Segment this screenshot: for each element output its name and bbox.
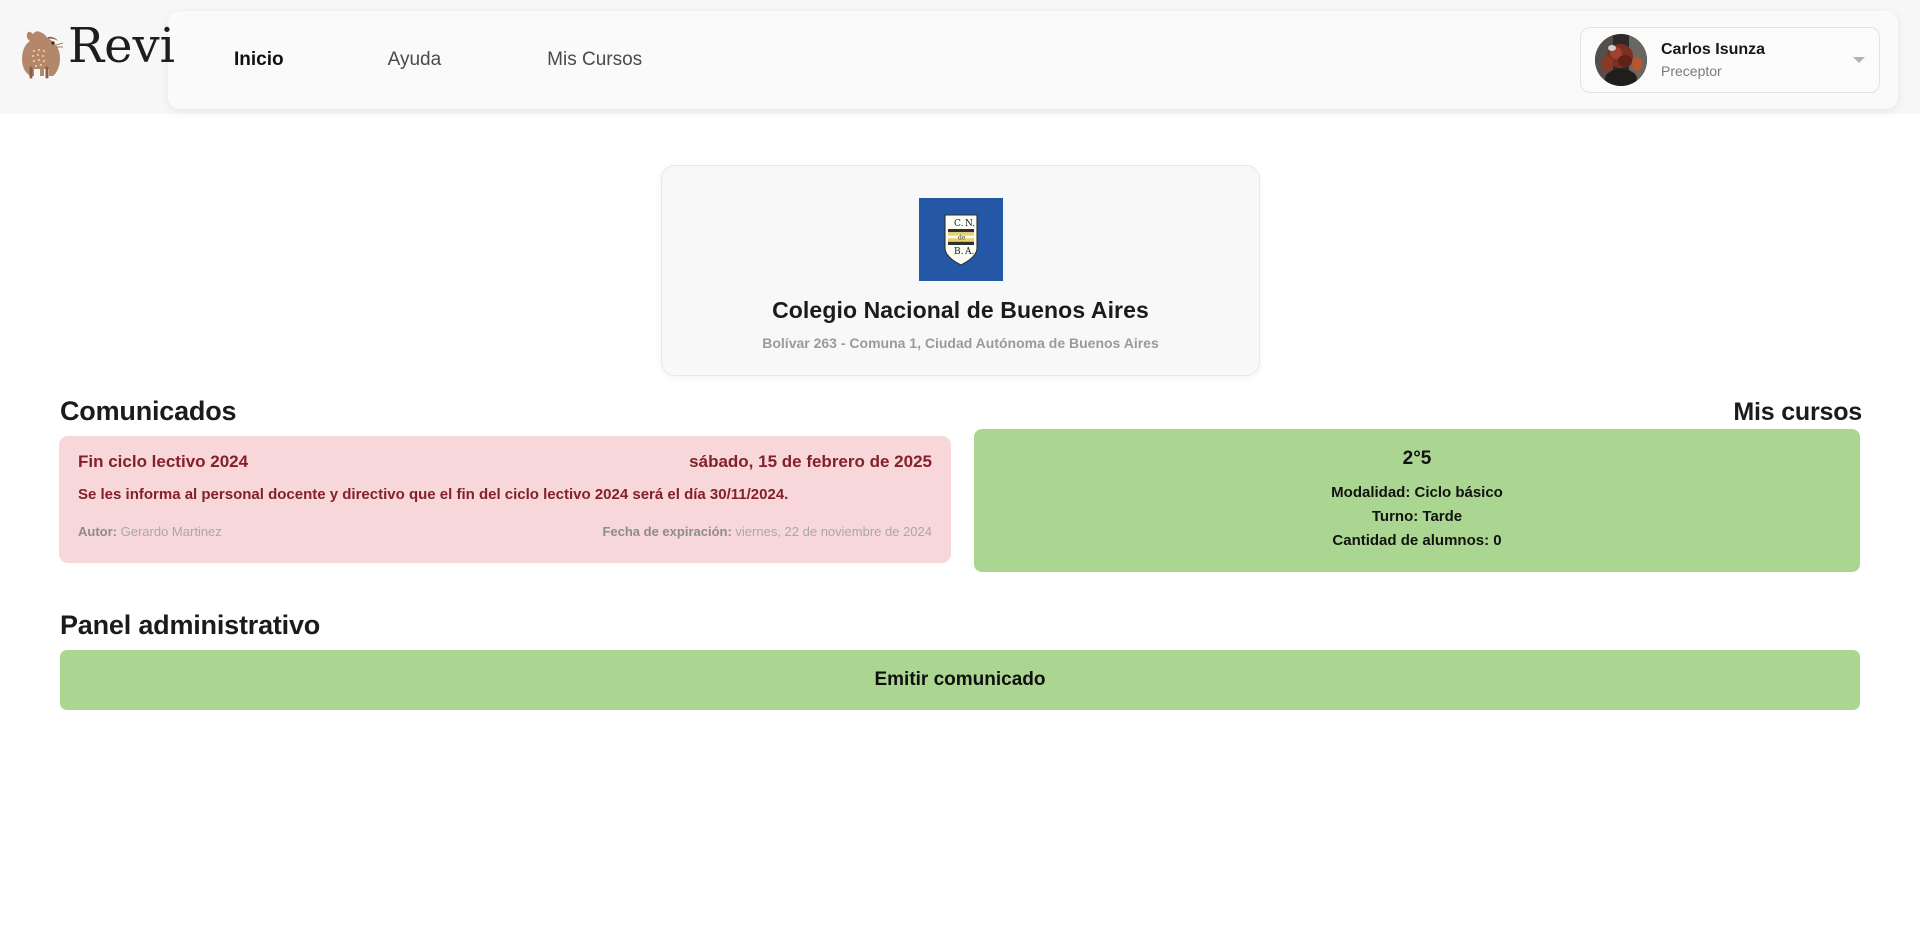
primary-navigation: Inicio Ayuda Mis Cursos: [232, 11, 644, 109]
svg-text:de: de: [958, 235, 966, 242]
school-address: Bolívar 263 - Comuna 1, Ciudad Autónoma …: [762, 335, 1159, 351]
announcement-header: Fin ciclo lectivo 2024 sábado, 15 de feb…: [78, 452, 932, 472]
expiry-value: viernes, 22 de noviembre de 2024: [735, 524, 932, 539]
chevron-down-icon[interactable]: [1853, 57, 1865, 63]
svg-text:N.: N.: [965, 219, 975, 229]
nav-link-ayuda[interactable]: Ayuda: [387, 49, 442, 70]
svg-text:A.: A.: [964, 247, 974, 257]
svg-text:C.: C.: [954, 219, 964, 229]
announcement-title: Fin ciclo lectivo 2024: [78, 452, 249, 471]
course-modalidad: Modalidad: Ciclo básico: [1331, 483, 1503, 501]
capybara-icon: [22, 31, 64, 79]
emitir-comunicado-button[interactable]: Emitir comunicado: [60, 650, 1860, 710]
author-value: Gerardo Martinez: [120, 524, 222, 539]
svg-text:B.: B.: [954, 247, 964, 257]
navigation-card: Inicio Ayuda Mis Cursos: [168, 11, 1898, 109]
user-profile-menu[interactable]: Carlos Isunza Preceptor: [1580, 27, 1880, 93]
school-crest-icon: C. N. de B. A.: [918, 198, 1003, 281]
avatar: [1595, 34, 1647, 86]
announcement-date: sábado, 15 de febrero de 2025: [689, 452, 932, 471]
nav-link-inicio[interactable]: Inicio: [234, 49, 284, 70]
mis-cursos-heading: Mis cursos: [1733, 398, 1862, 426]
course-cantidad-alumnos: Cantidad de alumnos: 0: [1332, 532, 1502, 550]
course-card[interactable]: 2°5 Modalidad: Ciclo básico Turno: Tarde…: [974, 429, 1860, 572]
brand-logo[interactable]: Revi: [18, 12, 175, 86]
panel-administrativo-heading: Panel administrativo: [60, 610, 321, 640]
comunicados-heading: Comunicados: [60, 396, 237, 426]
expiry-label: Fecha de expiración:: [602, 524, 732, 539]
announcement-card[interactable]: Fin ciclo lectivo 2024 sábado, 15 de feb…: [59, 436, 951, 563]
announcement-expiry: Fecha de expiración: viernes, 22 de novi…: [602, 524, 932, 539]
school-name: Colegio Nacional de Buenos Aires: [772, 297, 1149, 323]
announcement-meta: Autor: Gerardo Martinez Fecha de expirac…: [78, 524, 932, 539]
profile-role: Preceptor: [1661, 62, 1722, 79]
course-name: 2°5: [1402, 447, 1432, 469]
course-turno: Turno: Tarde: [1371, 507, 1463, 525]
announcement-body: Se les informa al personal docente y dir…: [78, 486, 789, 503]
author-label: Autor:: [78, 524, 117, 539]
brand-name: Revi: [68, 18, 176, 74]
nav-link-mis-cursos[interactable]: Mis Cursos: [547, 49, 643, 70]
profile-name: Carlos Isunza: [1661, 40, 1766, 58]
announcement-author: Autor: Gerardo Martinez: [78, 524, 222, 539]
school-info-card: C. N. de B. A. Colegio Nacional de Bueno…: [661, 165, 1260, 376]
profile-text: Carlos Isunza Preceptor: [1661, 40, 1847, 81]
